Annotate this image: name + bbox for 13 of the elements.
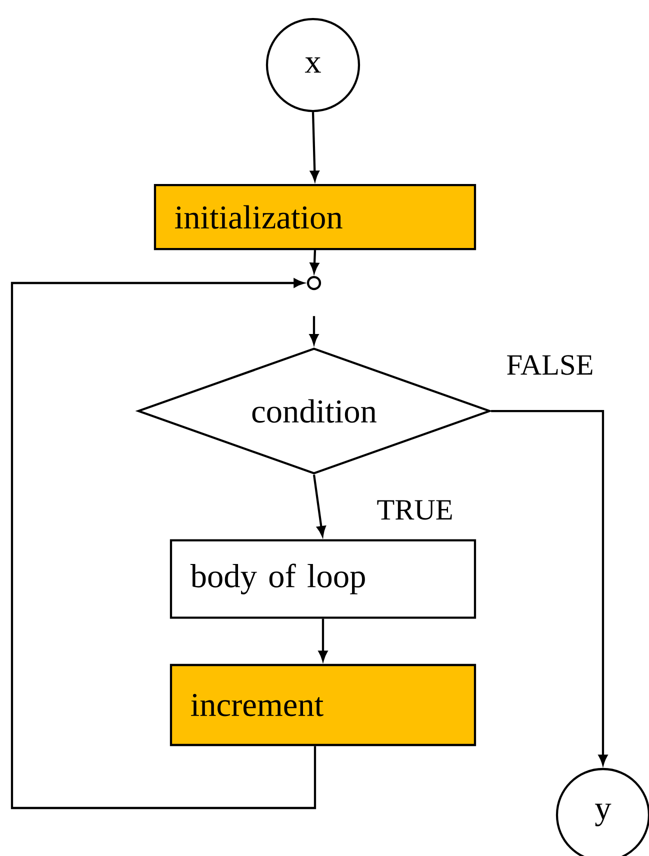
arrow [310,112,320,181]
arrow [10,278,316,810]
edge-label: FALSE [504,354,596,376]
edge-label: TRUE [375,498,455,522]
connector-circle [306,276,322,290]
process-box: body of loop [170,539,476,619]
arrow [312,474,326,536]
process-box: increment [170,664,476,746]
process-box: initialization [154,184,476,250]
arrow [318,618,328,661]
arrow [491,410,608,765]
arrow [310,316,318,344]
arrow [310,250,319,273]
